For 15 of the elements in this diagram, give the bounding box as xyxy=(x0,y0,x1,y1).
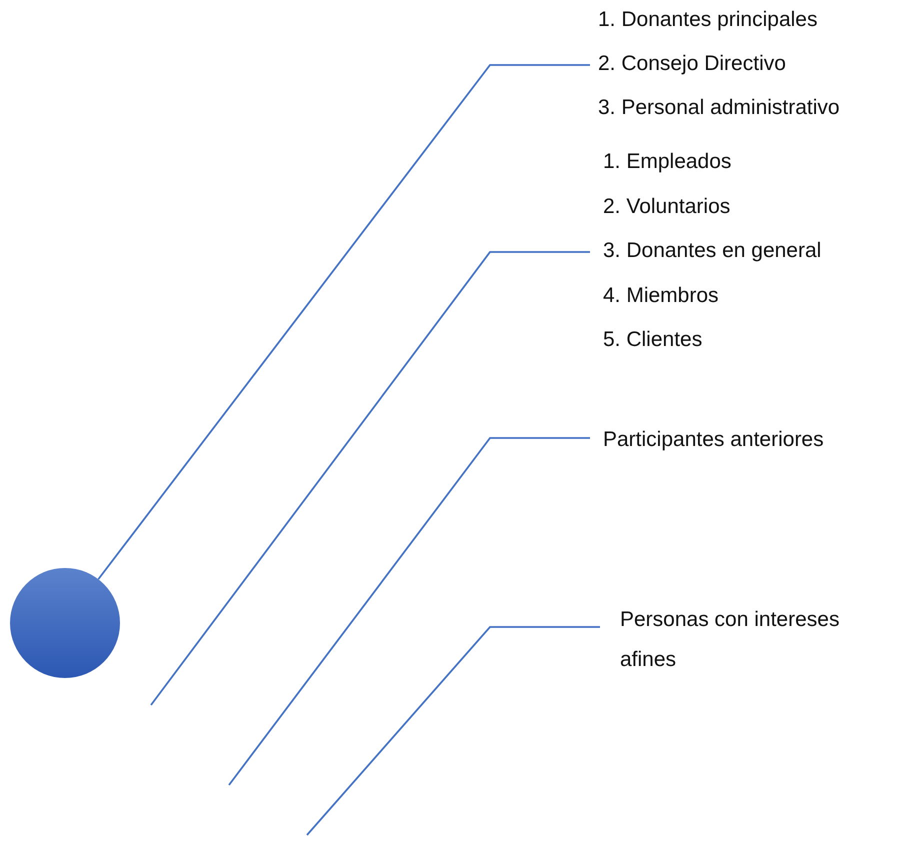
leader-line xyxy=(98,64,590,580)
leader-line xyxy=(228,437,590,786)
list-item: 5. Clientes xyxy=(603,328,704,352)
leader-line xyxy=(306,626,600,836)
circle xyxy=(10,568,120,678)
list-item: 1. Empleados xyxy=(603,150,732,174)
list-item: 2. Consejo Directivo xyxy=(598,52,787,76)
leader-line xyxy=(150,251,590,706)
list-item: 1. Donantes principales xyxy=(598,8,818,32)
list-item: 3. Donantes en general xyxy=(603,239,822,263)
list-item: 3. Personal administrativo xyxy=(598,96,841,120)
text-label: Personas con intereses afines xyxy=(620,607,840,673)
list-item: 4. Miembros xyxy=(603,284,720,308)
list-item: 2. Voluntarios xyxy=(603,194,732,218)
text-label: Participantes anteriores xyxy=(603,428,825,452)
